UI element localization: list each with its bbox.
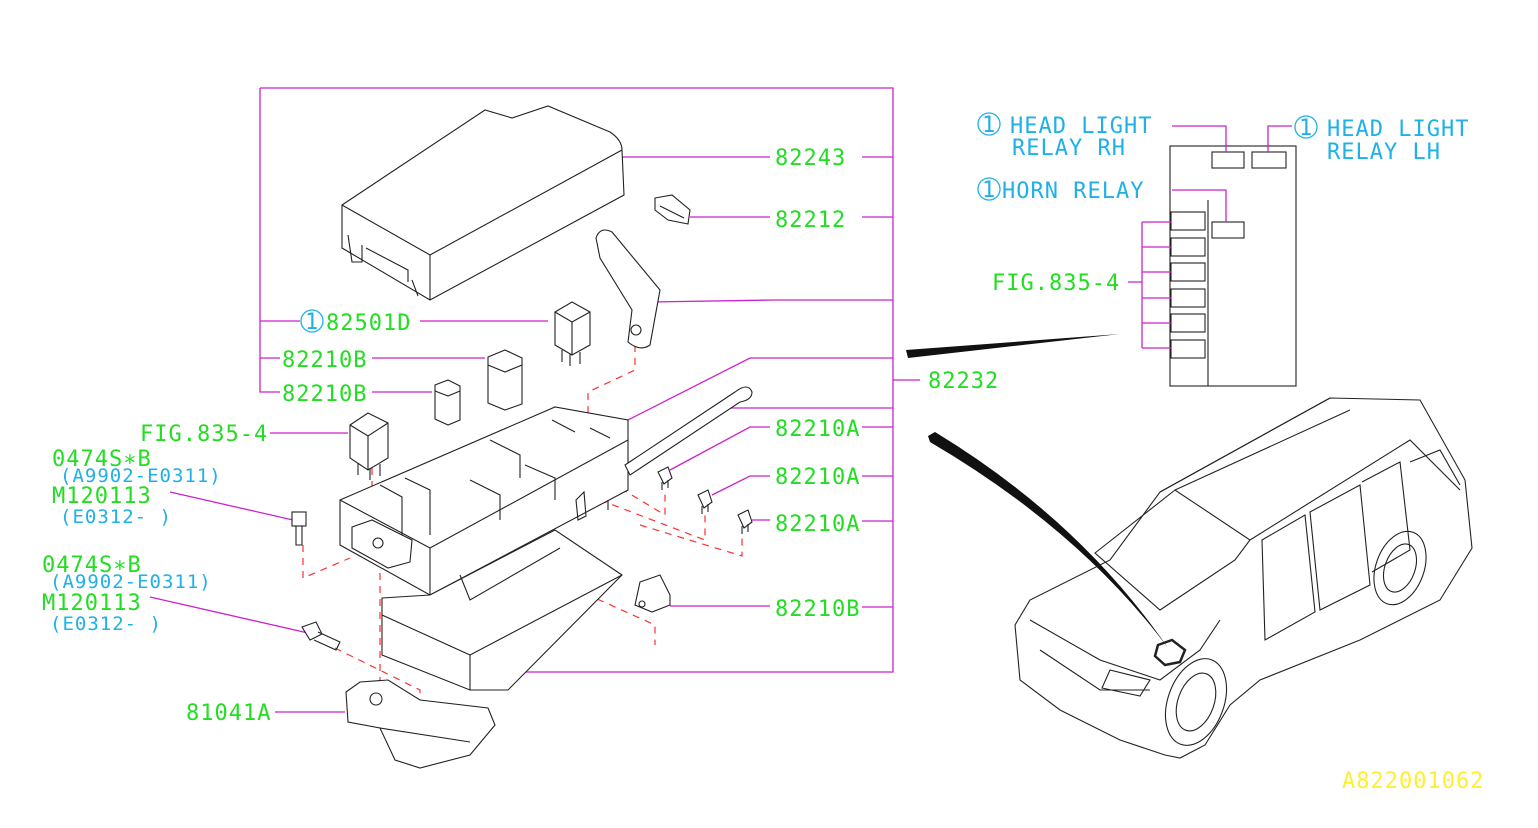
label-head-light-lh-1: HEAD LIGHT [1327,117,1469,142]
relay-box-layout: 1 HEAD LIGHT RELAY RH 1 HEAD LIGHT RELAY… [977,112,1469,387]
label-82210a-1: 82210A [775,417,860,442]
fuse-slot-4 [1170,288,1206,308]
label-bolt2-alt-range: (E0312- ) [50,613,162,635]
relay-82501d [554,301,591,366]
slot-head-light-rh [1211,151,1245,169]
label-81041a: 81041A [186,701,271,726]
label-bolt1-alt: M120113 [52,484,152,509]
fuse-slot-1 [1170,211,1206,231]
positive-cable [624,386,753,476]
label-82210b-1: 82210B [282,348,367,373]
label-82212: 82212 [775,208,846,233]
fuse-box-cover [341,105,625,301]
fuse-box-body [339,406,629,596]
label-82210a-3: 82210A [775,512,860,537]
label-bolt1-alt-range: (E0312- ) [60,506,172,528]
leader-lines [149,156,920,713]
ref-number-horn: 1 [982,178,996,203]
fuse-slot-5 [1170,313,1206,333]
label-fig835-left: FIG.835-4 [140,422,268,447]
bolt-1 [291,511,307,546]
fuse-slot-3 [1170,262,1206,282]
mounting-bracket [345,679,496,769]
slot-horn-relay [1211,221,1245,239]
lower-housing [381,529,623,691]
mini-fuse-3 [737,509,753,534]
label-82210b-3: 82210B [775,597,860,622]
label-82210a-2: 82210A [775,465,860,490]
fuse-slot-2 [1170,237,1206,257]
fuse-82210b-large [487,349,523,411]
ref-number-rh: 1 [982,113,996,138]
fuse-82210b-small [434,379,461,426]
mini-fuse-1 [657,466,673,490]
label-head-light-rh-2: RELAY RH [1012,136,1126,161]
label-bolt2-alt: M120113 [42,591,142,616]
label-horn-relay: HORN RELAY [1002,179,1144,204]
label-82501d: 82501D [326,311,411,336]
terminal-cable [595,229,661,349]
relay-box-outline [1169,145,1297,387]
small-bracket [634,574,671,613]
slot-head-light-lh [1251,151,1287,169]
ref-number-82501d: 1 [305,310,319,335]
label-bolt1-part: 0474S∗B [52,447,152,472]
label-fig835-right: FIG.835-4 [992,271,1120,296]
label-bolt1-range: (A9902-E0311) [60,465,222,487]
bolt-2 [301,621,341,651]
label-82243: 82243 [775,146,846,171]
label-bolt2-range: (A9902-E0311) [50,571,212,593]
label-head-light-rh-1: HEAD LIGHT [1010,114,1152,139]
label-82232: 82232 [928,369,999,394]
label-head-light-lh-2: RELAY LH [1327,140,1441,165]
mini-fuse-2 [697,489,713,514]
fuse-puller [654,194,691,225]
ref-circle-82501d [300,309,324,333]
callout-labels: 82243 82212 1 82501D 82210B 82210B FIG.8… [42,146,999,726]
label-82210b-2: 82210B [282,382,367,407]
vehicle-illustration [1014,397,1473,759]
pointer-arrows [906,334,1168,648]
label-bolt2-part: 0474S∗B [42,553,142,578]
fuse-slot-6 [1170,339,1206,359]
ref-number-lh: 1 [1299,116,1313,141]
relay-fig835 [349,412,389,480]
figure-id: A822001062 [1342,769,1484,794]
